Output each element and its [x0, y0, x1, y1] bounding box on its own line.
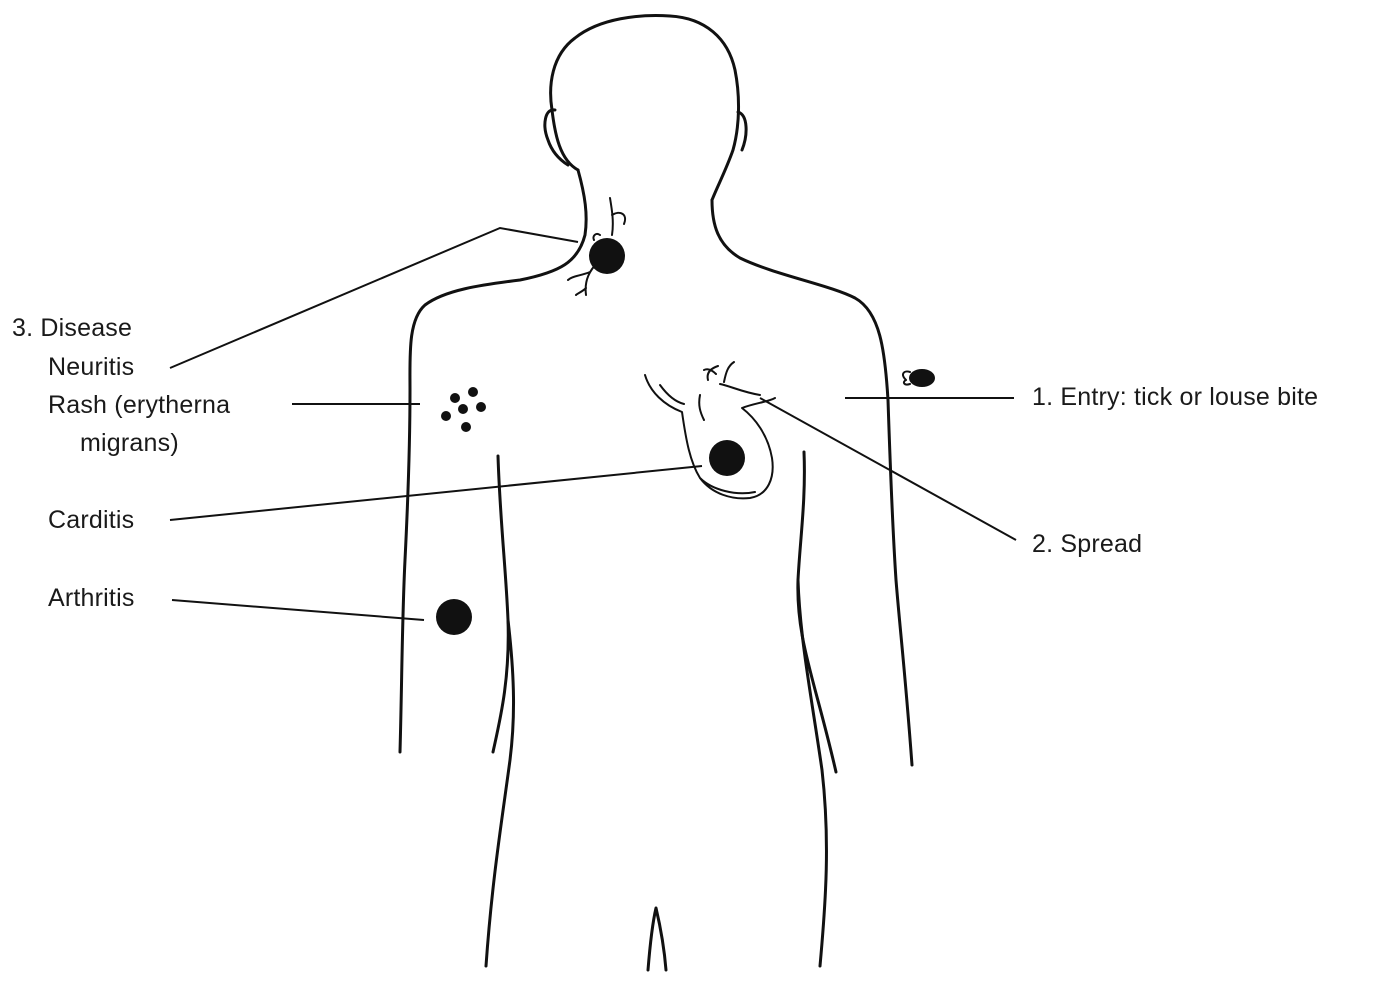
arthritis-leader-line	[172, 600, 424, 620]
entry-label: 1. Entry: tick or louse bite	[1032, 382, 1318, 412]
lymph-node-dot	[589, 238, 625, 274]
right-torso-outline	[798, 580, 826, 966]
neuritis-leader-line	[170, 228, 578, 368]
left-torso-outline	[486, 620, 514, 966]
spread-label: 2. Spread	[1032, 529, 1142, 559]
rash-dots	[441, 387, 486, 432]
rash-dot	[476, 402, 486, 412]
arthritis-label: Arthritis	[48, 583, 135, 613]
tick-legs	[903, 371, 910, 384]
disease-label: 3. Disease	[12, 313, 132, 343]
arthritis-dot	[436, 599, 472, 635]
crotch-line	[648, 908, 666, 970]
rash-dot	[458, 404, 468, 414]
heart-outline	[645, 362, 775, 498]
rash-label-line2: migrans)	[80, 428, 179, 458]
carditis-dot	[709, 440, 745, 476]
rash-dot	[461, 422, 471, 432]
left-inner-arm-line	[493, 456, 508, 752]
rash-dot	[450, 393, 460, 403]
carditis-label: Carditis	[48, 505, 134, 535]
right-inner-arm-line	[798, 452, 836, 772]
rash-dot	[441, 411, 451, 421]
carditis-leader-line	[170, 466, 702, 520]
left-shoulder-arm-outline	[400, 170, 586, 752]
tick-icon	[903, 369, 935, 387]
tick-body	[909, 369, 935, 387]
rash-label-line1: Rash (erytherna	[48, 390, 230, 420]
rash-dot	[468, 387, 478, 397]
neuritis-label: Neuritis	[48, 352, 134, 382]
